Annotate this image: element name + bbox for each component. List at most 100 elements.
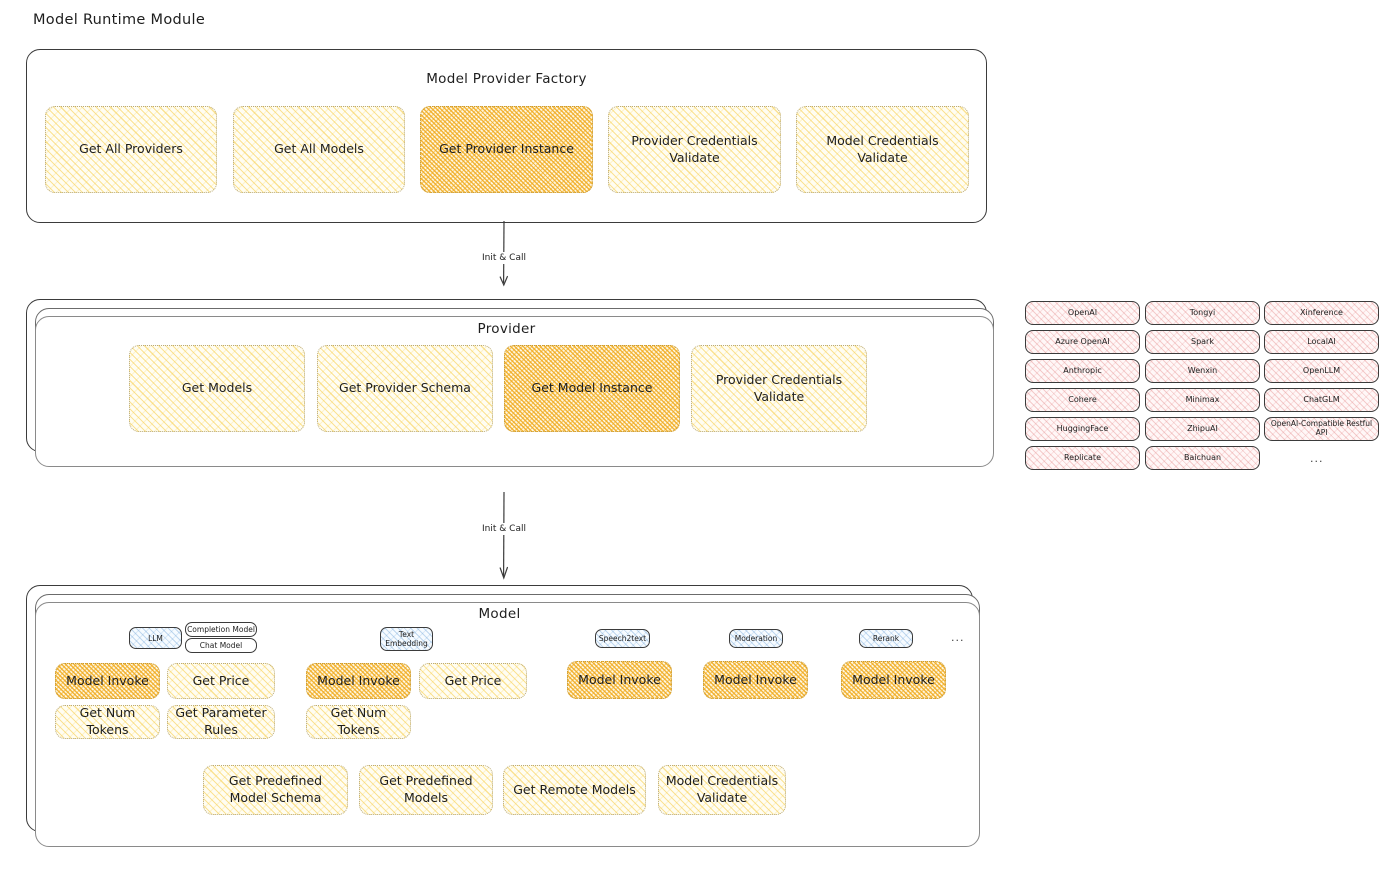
node-label: Get Provider Instance <box>439 141 574 157</box>
node-provider-credentials-validate[interactable]: Provider Credentials Validate <box>608 106 781 193</box>
provider-chip-openai[interactable]: OpenAI <box>1025 301 1140 325</box>
model-type-badge-rerank[interactable]: Rerank <box>859 629 913 648</box>
provider-chip-anthropic[interactable]: Anthropic <box>1025 359 1140 383</box>
node-label: Model Invoke <box>578 671 661 687</box>
provider-chip-chatglm[interactable]: ChatGLM <box>1264 388 1379 412</box>
arrow-provider-to-model: Init & Call <box>479 491 529 587</box>
model-type-badge-speech2text[interactable]: Speech2text <box>595 629 650 648</box>
node-label: Get Num Tokens <box>79 705 136 737</box>
model-type-badge-text-embedding[interactable]: Text Embedding <box>380 627 433 651</box>
model-subtype-completion-model[interactable]: Completion Model <box>185 622 257 637</box>
model-types-more: ... <box>951 631 965 644</box>
model-type-label: Text Embedding <box>385 630 428 648</box>
provider-chip-label: HuggingFace <box>1056 424 1109 434</box>
node-get-provider-schema[interactable]: Get Provider Schema <box>317 345 493 432</box>
provider-chip-label: OpenLLM <box>1302 366 1341 376</box>
node-get-model-instance[interactable]: Get Model Instance <box>504 345 680 432</box>
node-moderation-model-invoke[interactable]: Model Invoke <box>703 661 808 699</box>
model-type-label: Speech2text <box>598 634 647 643</box>
node-llm-get-num-tokens[interactable]: Get Num Tokens <box>55 705 160 739</box>
provider-chip-label: Minimax <box>1185 395 1220 405</box>
node-label: Model Invoke <box>714 671 797 687</box>
node-label: Model Credentials Validate <box>665 773 779 805</box>
node-get-predefined-models[interactable]: Get Predefined Models <box>359 765 493 815</box>
node-get-provider-instance[interactable]: Get Provider Instance <box>420 106 593 193</box>
provider-chip-xinference[interactable]: Xinference <box>1264 301 1379 325</box>
node-label: Get Price <box>444 672 502 688</box>
node-label: Get Num Tokens <box>330 705 387 737</box>
model-subtype-label: Chat Model <box>199 641 243 650</box>
provider-chip-label: Spark <box>1191 337 1214 347</box>
arrow-icon <box>499 491 508 580</box>
node-llm-model-invoke[interactable]: Model Invoke <box>55 663 160 699</box>
node-llm-get-parameter-rules[interactable]: Get Parameter Rules <box>167 705 275 739</box>
provider-chip-replicate[interactable]: Replicate <box>1025 446 1140 470</box>
provider-title: Provider <box>477 321 536 337</box>
node-label: Get Predefined Models <box>379 773 473 805</box>
provider-chip-label: ZhipuAI <box>1187 424 1218 434</box>
model-provider-factory-title: Model Provider Factory <box>426 71 587 87</box>
node-get-predefined-model-schema[interactable]: Get Predefined Model Schema <box>203 765 348 815</box>
provider-chip-label: Baichuan <box>1183 453 1222 463</box>
provider-chip-label: OpenAI <box>1067 308 1098 318</box>
model-title: Model <box>478 606 521 622</box>
node-label: Model Invoke <box>317 672 400 688</box>
provider-chip-localai[interactable]: LocalAI <box>1264 330 1379 354</box>
node-label: Provider Credentials Validate <box>631 132 758 165</box>
provider-chip-label: Wenxin <box>1187 366 1218 376</box>
provider-chip-tongyi[interactable]: Tongyi <box>1145 301 1260 325</box>
provider-chip-baichuan[interactable]: Baichuan <box>1145 446 1260 470</box>
node-label: Provider Credentials Validate <box>715 371 843 404</box>
provider-chip-label: OpenAI-Compatible Restful API <box>1270 419 1373 437</box>
node-label: Get All Providers <box>79 141 183 157</box>
model-type-label: LLM <box>148 633 163 643</box>
node-get-all-providers[interactable]: Get All Providers <box>45 106 217 193</box>
provider-chip-label: Tongyi <box>1189 308 1216 318</box>
provider-chip-huggingface[interactable]: HuggingFace <box>1025 417 1140 441</box>
node-label: Get Models <box>181 380 253 396</box>
node-label: Get Price <box>192 672 250 688</box>
node-label: Model Invoke <box>852 671 935 687</box>
provider-chip-label: Xinference <box>1300 308 1343 318</box>
node-speech2text-model-invoke[interactable]: Model Invoke <box>567 661 672 699</box>
provider-chip-label: LocalAI <box>1307 337 1336 347</box>
node-llm-get-price[interactable]: Get Price <box>167 663 275 699</box>
provider-chip-label: Anthropic <box>1063 366 1102 376</box>
node-label: Model Invoke <box>66 672 149 688</box>
node-label: Get Model Instance <box>531 380 653 396</box>
node-label: Get Parameter Rules <box>175 705 267 737</box>
node-model-credentials-validate[interactable]: Model Credentials Validate <box>796 106 969 193</box>
provider-chip-label: ChatGLM <box>1303 395 1340 405</box>
node-text-embedding-get-num-tokens[interactable]: Get Num Tokens <box>306 705 411 739</box>
provider-chip-openllm[interactable]: OpenLLM <box>1264 359 1379 383</box>
provider-chip-label: Replicate <box>1063 453 1101 463</box>
model-type-label: Rerank <box>872 634 900 643</box>
model-type-label: Moderation <box>734 634 778 643</box>
provider-chip-azure-openai[interactable]: Azure OpenAI <box>1025 330 1140 354</box>
node-label: Get Remote Models <box>513 781 636 797</box>
provider-chip-spark[interactable]: Spark <box>1145 330 1260 354</box>
provider-chip-zhipuai[interactable]: ZhipuAI <box>1145 417 1260 441</box>
model-type-badge-llm[interactable]: LLM <box>129 627 182 649</box>
node-label: Get All Models <box>274 141 364 157</box>
provider-list-more: ... <box>1310 452 1324 465</box>
provider-chip-openai-compatible[interactable]: OpenAI-Compatible Restful API <box>1264 417 1379 441</box>
node-text-embedding-model-invoke[interactable]: Model Invoke <box>306 663 411 699</box>
model-subtype-chat-model[interactable]: Chat Model <box>185 638 257 653</box>
node-get-remote-models[interactable]: Get Remote Models <box>503 765 646 815</box>
provider-chip-minimax[interactable]: Minimax <box>1145 388 1260 412</box>
provider-chip-cohere[interactable]: Cohere <box>1025 388 1140 412</box>
page-title: Model Runtime Module <box>33 12 206 28</box>
node-rerank-model-invoke[interactable]: Model Invoke <box>841 661 946 699</box>
node-model-credentials-validate-2[interactable]: Model Credentials Validate <box>658 765 786 815</box>
arrow-label: Init & Call <box>479 523 529 535</box>
model-type-badge-moderation[interactable]: Moderation <box>729 629 783 648</box>
node-get-all-models[interactable]: Get All Models <box>233 106 405 193</box>
node-get-models[interactable]: Get Models <box>129 345 305 432</box>
provider-chip-wenxin[interactable]: Wenxin <box>1145 359 1260 383</box>
arrow-label: Init & Call <box>479 252 529 264</box>
node-label: Model Credentials Validate <box>826 132 939 165</box>
node-text-embedding-get-price[interactable]: Get Price <box>419 663 527 699</box>
node-provider-credentials-validate-2[interactable]: Provider Credentials Validate <box>691 345 867 432</box>
